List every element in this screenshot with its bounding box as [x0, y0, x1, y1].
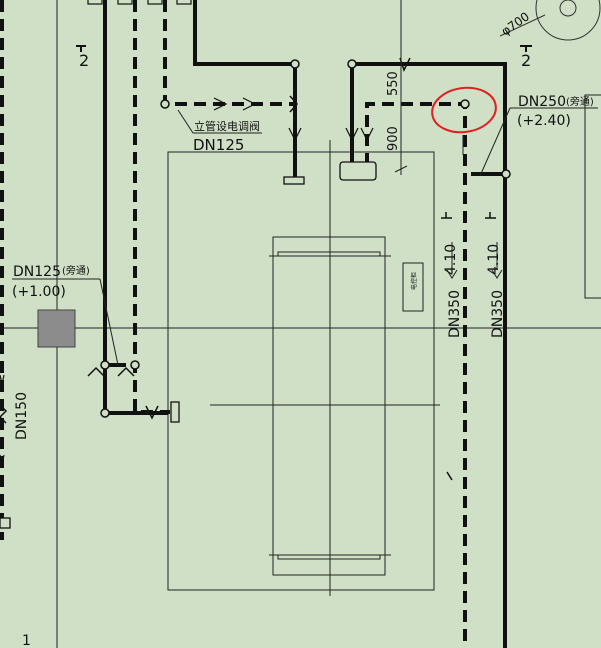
flange-icon — [339, 161, 377, 181]
room-outline — [167, 151, 435, 591]
elev-mark-b — [491, 269, 503, 279]
control-panel-box — [402, 262, 424, 312]
check-valve-icon — [87, 366, 105, 377]
revision-cloud-icon — [431, 86, 497, 134]
pipe-joints — [100, 59, 511, 418]
flow-arrow-icon — [0, 454, 5, 465]
dn250-label: DN250 — [518, 94, 566, 110]
tank-body — [272, 236, 386, 576]
joint-left-2 — [130, 360, 140, 370]
room-boundary — [167, 151, 435, 591]
joint-top-right — [290, 59, 300, 69]
dn350-label-b: DN350 — [490, 290, 506, 338]
section-markers — [76, 45, 532, 52]
elev-label-a: 4.10 — [443, 244, 459, 275]
dn125-left-bypass-label: (旁通) — [62, 264, 90, 277]
tank-top-band — [277, 251, 381, 257]
joint-top-dashed — [160, 99, 170, 109]
dim-550-label: 550 — [386, 71, 401, 96]
dim-tick — [394, 165, 408, 173]
joint-left-3 — [100, 408, 110, 418]
joint-dn250 — [501, 169, 511, 179]
pipe-right-solid — [352, 62, 507, 648]
joint-circled — [460, 99, 470, 109]
flange-icon — [170, 401, 180, 423]
flow-arrow-icon — [360, 127, 374, 142]
pipe-cap-4 — [176, 0, 192, 5]
control-valve-icon — [289, 95, 298, 113]
dn125-main-label: DN125 — [193, 136, 244, 154]
top-pipe-caps — [87, 0, 192, 5]
dn125-left-label: DN125 — [13, 264, 61, 280]
dn250-bypass-label: (旁通) — [566, 95, 594, 108]
fan-circle — [535, 0, 601, 41]
check-valve-icon — [145, 405, 159, 420]
pipe-cap-3 — [147, 0, 163, 5]
dn250-leader — [479, 107, 511, 177]
axis-mark-label: 1 — [22, 633, 31, 648]
section-marker-icon — [520, 45, 532, 52]
pipe-cap-1 — [87, 0, 103, 5]
valve-note-label: 立管设电调阀 — [194, 119, 260, 133]
tank-bottom-band — [277, 554, 381, 560]
section-label-left: 2 — [79, 51, 89, 70]
left-equipment-box — [37, 309, 76, 348]
pipe-right-dashed — [365, 102, 467, 648]
flow-arrow-icon — [0, 374, 5, 385]
elev-label-b: 4.10 — [486, 244, 502, 275]
joint-center-top — [347, 59, 357, 69]
dn250-elev-label: (+2.40) — [517, 113, 571, 129]
fan-sketch — [499, 0, 601, 41]
flanges — [0, 161, 377, 529]
dn125-left-leader — [99, 278, 119, 366]
valve-stem-icon — [441, 212, 452, 219]
check-valve-icon — [117, 366, 135, 377]
elev-mark-a — [446, 269, 458, 279]
right-equipment-edge — [584, 94, 601, 299]
dn125-left-elev-label: (+1.00) — [12, 284, 66, 300]
dn350-label-a: DN350 — [447, 290, 463, 338]
section-label-right: 2 — [521, 51, 531, 70]
fan-leader — [499, 14, 546, 37]
valve-stem-icon — [446, 471, 453, 481]
pipe-left-dashed — [133, 0, 170, 414]
adjacent-equipment-outline — [584, 94, 601, 299]
check-valve-icon — [0, 404, 8, 424]
flange-icon — [0, 517, 11, 529]
flow-arrow-icon — [242, 97, 257, 111]
fan-hub — [559, 0, 577, 17]
joint-left-1 — [100, 360, 110, 370]
pipe-cap-2 — [117, 0, 133, 5]
dn150-label: DN150 — [14, 392, 30, 440]
flow-arrow-icon — [345, 127, 359, 142]
section-marker-icon — [76, 45, 86, 52]
flow-arrows — [0, 97, 374, 465]
valve-stem-icon — [485, 212, 496, 219]
dim-900-label: 900 — [386, 126, 401, 151]
valve-note-leader — [177, 109, 194, 134]
flow-arrow-icon — [213, 97, 228, 111]
dimension-lines — [12, 0, 598, 366]
panel-label: 电控柜 — [410, 272, 418, 290]
flange-icon — [283, 176, 305, 185]
